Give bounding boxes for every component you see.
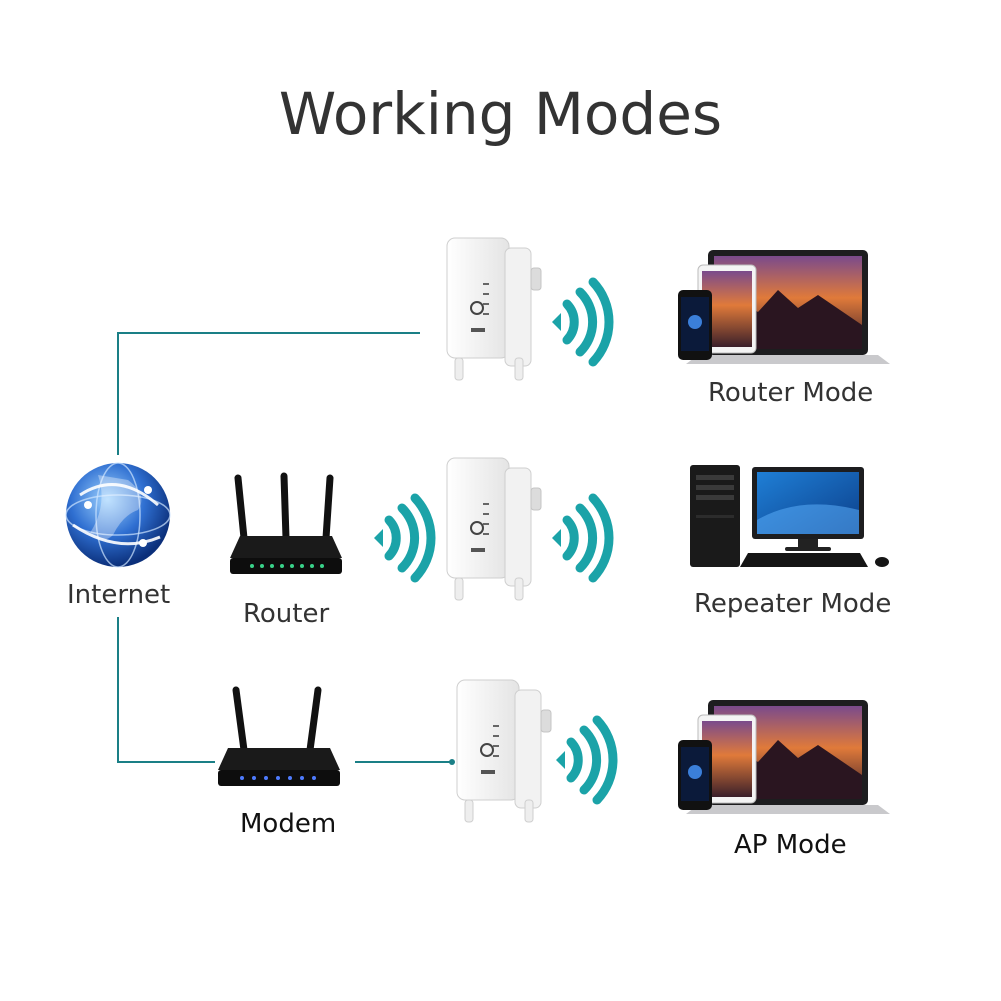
modem-label: Modem — [240, 809, 337, 839]
ap-mode-label: AP Mode — [734, 830, 847, 860]
extender-icon — [446, 237, 542, 381]
laptop-icon — [677, 699, 891, 815]
internet-label: Internet — [67, 580, 171, 610]
connection-lines — [117, 332, 455, 765]
laptop-icon — [677, 249, 891, 365]
repeater-mode-label: Repeater Mode — [694, 589, 892, 619]
line-internet-to-modem — [117, 617, 215, 763]
wifi-signal-icon — [556, 720, 613, 800]
wifi-signal-icon — [374, 498, 431, 578]
wifi-signal-icon — [552, 498, 609, 578]
router-mode-label: Router Mode — [708, 378, 874, 408]
page-title: Working Modes — [278, 80, 723, 148]
extender-icon — [456, 679, 552, 823]
router-icon — [230, 476, 342, 574]
wifi-signal-icon — [552, 282, 609, 362]
extender-icon — [446, 457, 542, 601]
desktop-pc-icon — [690, 465, 889, 567]
modem-icon — [218, 690, 340, 786]
router-label: Router — [243, 599, 330, 629]
globe-icon — [65, 462, 171, 568]
line-internet-to-router-mode — [117, 332, 420, 455]
